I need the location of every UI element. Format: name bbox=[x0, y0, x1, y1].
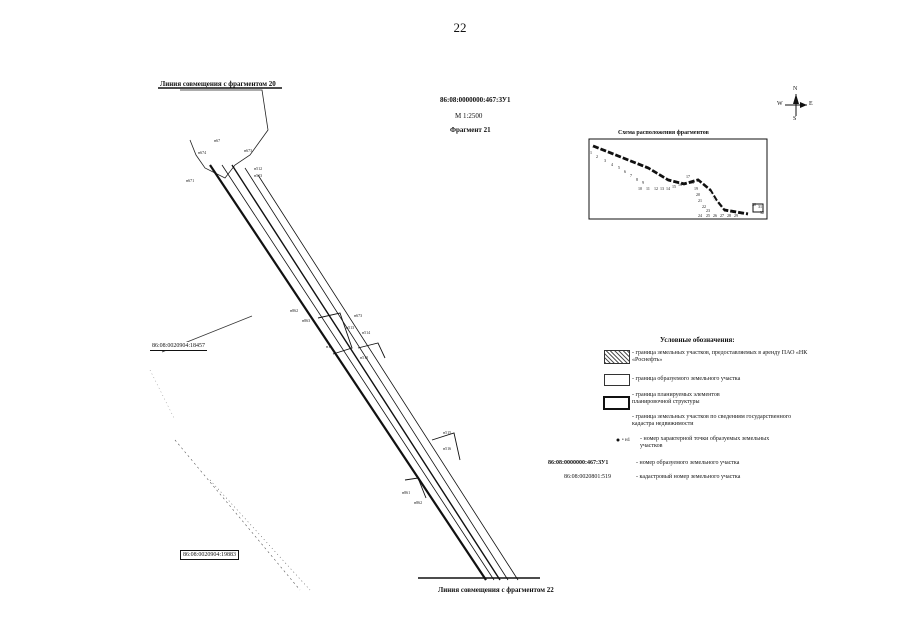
map-cad-id: 86:08:0000000:467:ЗУ1 bbox=[440, 96, 511, 104]
inset-number: 2 bbox=[596, 154, 598, 159]
inset-number: 12 bbox=[654, 186, 658, 191]
cad-boundary-3 bbox=[209, 479, 311, 591]
legend-swatch-planning bbox=[603, 396, 630, 410]
inset-number: 1 bbox=[590, 150, 592, 155]
point-label: н862 bbox=[414, 500, 423, 505]
legend-item-planning: - граница планируемых элементов планиров… bbox=[632, 392, 720, 405]
inset-number: 28 bbox=[727, 213, 731, 218]
inset-number: 9 bbox=[642, 180, 644, 185]
inset-number: 27 bbox=[720, 213, 724, 218]
point-label: н862 bbox=[290, 308, 299, 313]
inset-number: 30 bbox=[752, 202, 756, 207]
compass-n: N bbox=[793, 86, 798, 92]
inset-number: 3 bbox=[604, 158, 606, 163]
corridor-notch-3 bbox=[431, 432, 461, 461]
inset-number: 4 bbox=[611, 162, 613, 167]
inset-number: 24 bbox=[698, 213, 702, 218]
inset-number: 25 bbox=[706, 213, 710, 218]
inset-number: 6 bbox=[624, 169, 626, 174]
inset-number: 26 bbox=[713, 213, 717, 218]
legend-sample-cad: 86:08:0020801:519 bbox=[564, 474, 612, 480]
legend-item-point: - номер характерной точки образуемых зем… bbox=[640, 436, 770, 449]
legend-item-cadastre: - граница земельных участков по сведения… bbox=[632, 414, 792, 427]
point-label: н863 bbox=[302, 318, 311, 323]
map-fragment: Фрагмент 21 bbox=[450, 126, 491, 134]
corridor-notch-2 bbox=[357, 342, 386, 359]
legend-item-cad-number: - кадастровый номер земельного участка bbox=[636, 474, 741, 480]
compass-s: S bbox=[793, 116, 797, 122]
legend-item-lot-number: - номер образуемого земельного участка bbox=[636, 460, 740, 466]
legend-point-symbol-dot bbox=[616, 438, 620, 442]
legend-item-new-lot: - граница образуемого земельного участка bbox=[632, 376, 741, 382]
point-label: н673 bbox=[354, 313, 363, 318]
compass bbox=[785, 94, 807, 116]
inset-number: 32 bbox=[760, 210, 764, 215]
cadastral-label: 86:08:0020904:19883 bbox=[180, 550, 240, 560]
point-label: н67 bbox=[214, 138, 221, 143]
inset-number: 14 bbox=[666, 186, 670, 191]
page-number: 22 bbox=[453, 20, 467, 35]
inset-number: 13 bbox=[660, 186, 664, 191]
inset-title: Схема расположения фрагментов bbox=[618, 130, 709, 136]
cad-boundary-2 bbox=[174, 439, 301, 591]
point-label: н515 bbox=[443, 430, 452, 435]
corridor-lines bbox=[209, 164, 519, 581]
inset-number: 23 bbox=[706, 208, 710, 213]
point-label: н1 bbox=[326, 344, 331, 349]
inset-number: 11 bbox=[646, 186, 650, 191]
point-label: н513 bbox=[254, 173, 263, 178]
corridor-notch-4 bbox=[404, 477, 427, 499]
inset-number: 16 bbox=[678, 182, 682, 187]
upper-parcel-outline bbox=[180, 89, 269, 179]
point-label: н674 bbox=[198, 150, 207, 155]
bottom-combine-line-label: Линия совмещения с фрагментом 22 bbox=[438, 586, 554, 594]
corridor-notch-1 bbox=[317, 312, 353, 355]
inset-number: 15 bbox=[672, 184, 676, 189]
inset-number: 29 bbox=[734, 213, 738, 218]
compass-e: E bbox=[809, 101, 813, 107]
inset-number: 19 bbox=[694, 186, 698, 191]
legend-title: Условные обозначения: bbox=[660, 336, 735, 344]
inset-number: 20 bbox=[696, 192, 700, 197]
legend-swatch-lease bbox=[604, 350, 630, 364]
map-scale: М 1:2500 bbox=[455, 112, 483, 120]
legend-sample-lot: 86:08:0000000:467:ЗУ1 bbox=[548, 460, 609, 466]
inset-number: 22 bbox=[702, 204, 706, 209]
legend-item-lease: - граница земельных участков, предоставл… bbox=[632, 350, 808, 363]
point-label: н861 bbox=[402, 490, 411, 495]
point-label: н513 bbox=[346, 325, 355, 330]
point-label: н673 bbox=[244, 148, 253, 153]
cad-boundary-4 bbox=[149, 369, 176, 421]
inset-map bbox=[588, 138, 768, 220]
top-combine-line-label: Линия совмещения с фрагментом 20 bbox=[160, 80, 276, 88]
inset-number: 10 bbox=[638, 186, 642, 191]
point-label: н514 bbox=[362, 330, 371, 335]
cadastral-label: 86:08:0020904:18457 bbox=[150, 342, 208, 351]
point-label: н510 bbox=[360, 355, 369, 360]
inset-number: 8 bbox=[636, 177, 638, 182]
legend-swatch-new-lot bbox=[604, 374, 630, 386]
inset-number: 18 bbox=[690, 180, 694, 185]
inset-number: 17 bbox=[686, 174, 690, 179]
point-label: н512 bbox=[254, 166, 263, 171]
point-label: н516 bbox=[443, 446, 452, 451]
inset-number: 5 bbox=[618, 165, 620, 170]
legend-point-symbol: • н1 bbox=[622, 438, 631, 443]
inset-number: 31 bbox=[758, 204, 762, 209]
inset-number: 7 bbox=[630, 173, 632, 178]
inset-number: 21 bbox=[698, 198, 702, 203]
point-label: н671 bbox=[186, 178, 195, 183]
compass-w: W bbox=[777, 101, 783, 107]
